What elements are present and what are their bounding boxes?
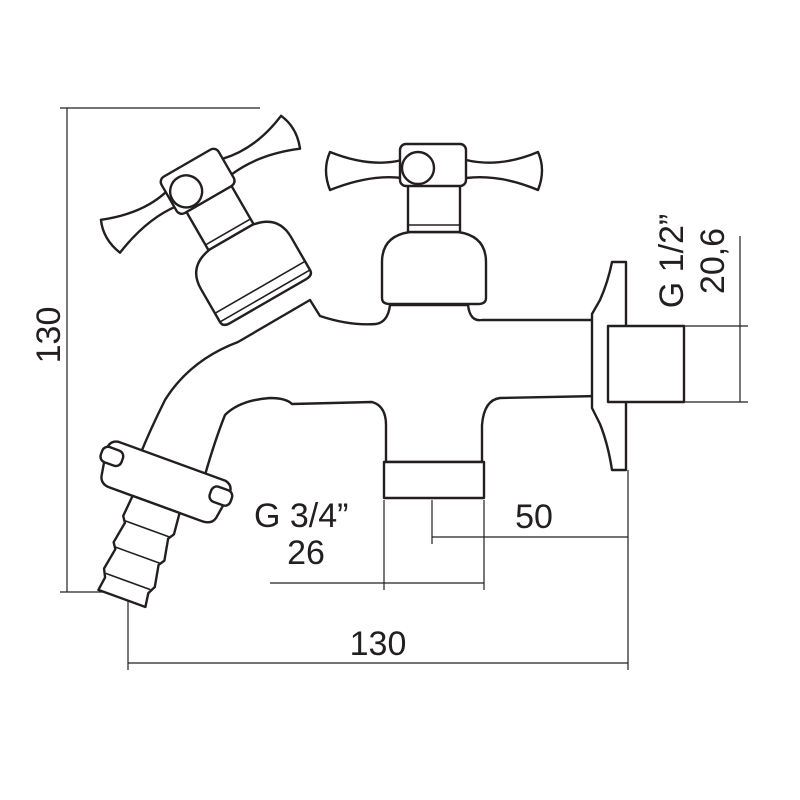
wall-offset-label: 50	[515, 498, 553, 536]
overall-height-label: 130	[30, 307, 68, 364]
dimension-lines	[60, 107, 748, 670]
tap-body	[138, 142, 686, 500]
left-bonnet-band-bottom	[219, 269, 311, 323]
left-bonnet-band-top	[214, 260, 306, 315]
right-valve-stem	[406, 183, 462, 234]
left-valve-bonnet	[194, 220, 313, 327]
outlet-size-label: 26	[287, 534, 325, 572]
body-outline	[138, 298, 602, 477]
inlet-size-label: 20,6	[694, 228, 732, 294]
left-handle-cap	[168, 174, 204, 209]
hose-connector	[97, 440, 234, 609]
left-valve-stem-ring	[204, 218, 252, 246]
outlet-nut	[382, 460, 486, 500]
inlet-thread-label: G 1/2”	[653, 214, 691, 308]
hose-lug-right	[208, 485, 234, 507]
hose-barb-ridge-3	[105, 572, 151, 591]
left-valve	[99, 114, 313, 327]
right-handle-cap	[400, 150, 436, 186]
right-valve-bonnet	[380, 230, 488, 306]
hose-lug-left	[99, 445, 125, 468]
overall-width-label: 130	[350, 625, 407, 663]
hose-barb-ridge-2	[115, 546, 161, 564]
outlet-thread-label: G 3/4”	[254, 497, 348, 535]
hose-barb-ridge-1	[124, 520, 170, 538]
wall-inlet-pipe	[606, 324, 686, 404]
hose-barb	[97, 494, 181, 609]
